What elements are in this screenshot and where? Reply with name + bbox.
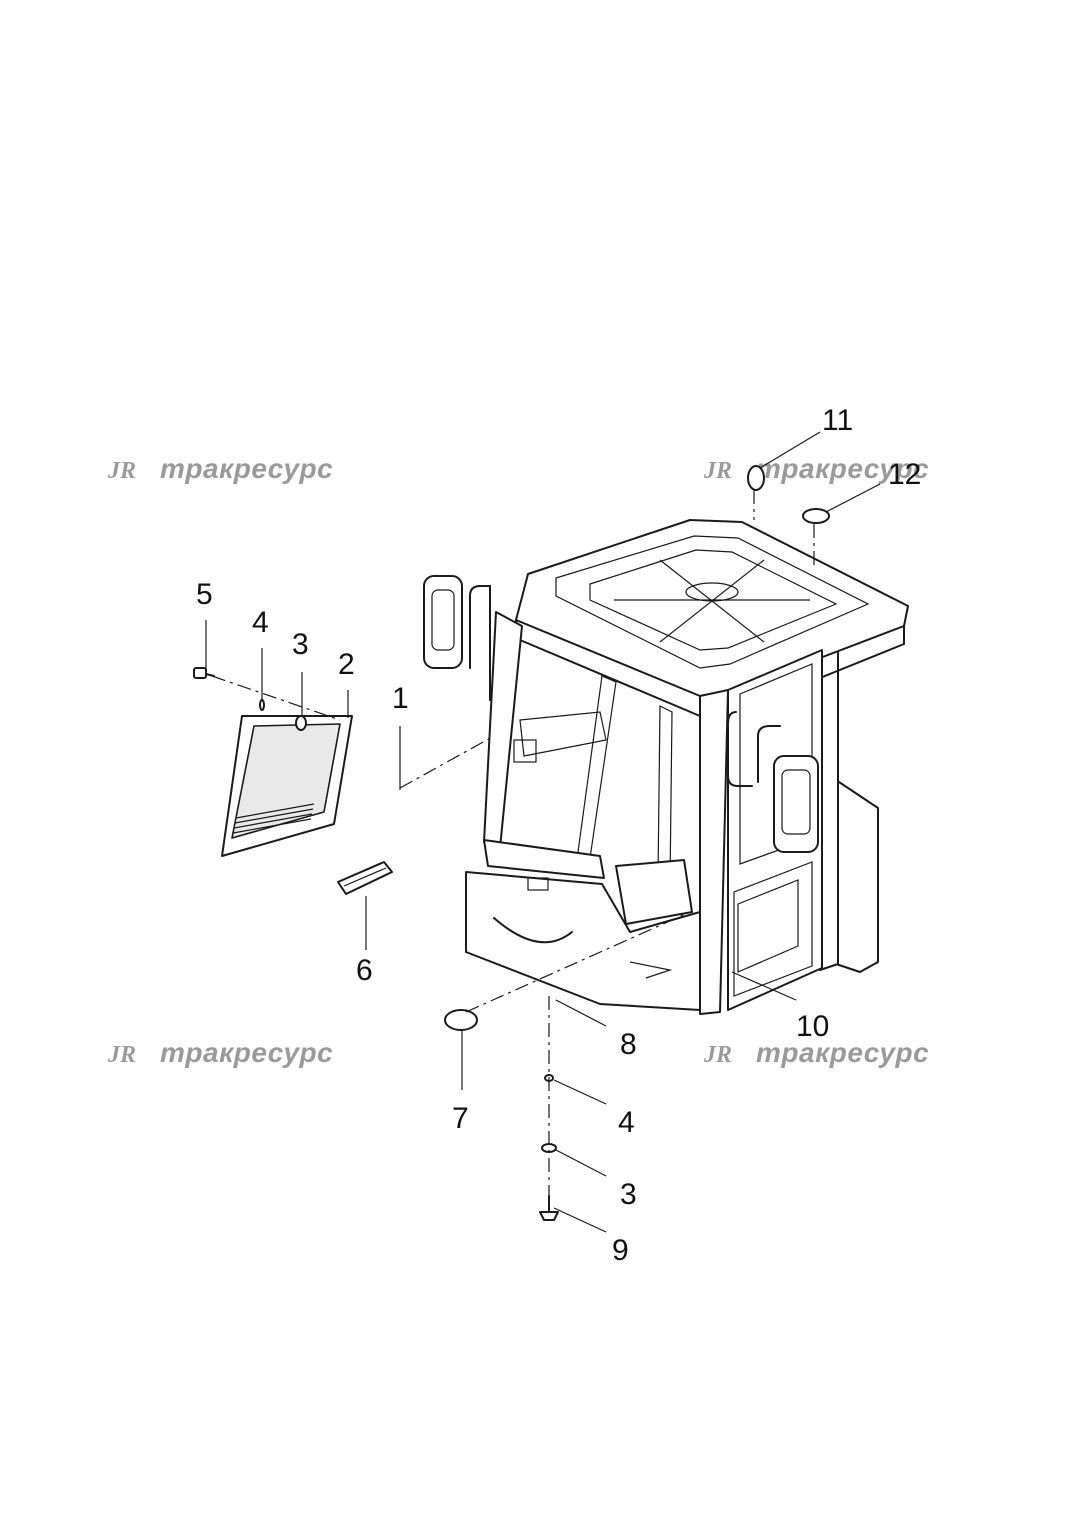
watermark-text: тракресурс: [756, 1037, 929, 1068]
door-lower-inner: [737, 879, 799, 973]
part-2-vent-grille: [221, 715, 353, 857]
mirror-left: [423, 575, 463, 669]
grab-handle-right: [757, 725, 781, 783]
callout-12: 12: [888, 458, 921, 491]
cab-console-box: [615, 859, 693, 925]
callout-4: 4: [252, 606, 269, 639]
callout-1: 1: [392, 682, 409, 715]
seal-strip: [337, 861, 393, 895]
part-6-seal-strip: [337, 861, 393, 895]
watermark-text: тракресурс: [160, 453, 333, 484]
callout-11: 11: [822, 404, 853, 437]
assembly-lines: [211, 490, 815, 1200]
callout-7: 7: [452, 1102, 469, 1135]
cab-inner-post: [657, 705, 673, 885]
roof-panel: [555, 535, 870, 669]
cab-inner-post: [577, 675, 617, 859]
watermark-text: тракресурс: [756, 453, 929, 484]
callout-3-bottom: 3: [620, 1178, 637, 1211]
watermark-logo: JR: [107, 1042, 136, 1068]
cab-step: [629, 961, 673, 979]
watermark-bottom-left: JR тракресурс: [107, 1037, 333, 1068]
callouts: 5 4 3 2 1 6 11 12 7 8 4 3 9 10: [196, 404, 921, 1267]
part-12-roof-plug: [802, 508, 830, 524]
callout-9: 9: [612, 1234, 629, 1267]
callout-4-bottom: 4: [618, 1106, 635, 1139]
callout-8: 8: [620, 1028, 637, 1061]
roof-rib: [659, 559, 765, 643]
watermark-logo: JR: [107, 458, 136, 484]
cab-control: [513, 739, 537, 763]
watermark-top-left: JR тракресурс: [107, 453, 333, 484]
roof-panel-inner: [589, 549, 838, 651]
watermark-text: тракресурс: [160, 1037, 333, 1068]
grab-handle-right: [727, 711, 753, 787]
callout-10: 10: [796, 1010, 829, 1043]
callout-6: 6: [356, 954, 373, 987]
cab-lower-front: [465, 871, 701, 1011]
part-11-roof-cap: [747, 465, 765, 491]
part-4-washer-top: [259, 699, 265, 711]
cab-roof: [515, 519, 909, 697]
callout-2: 2: [338, 648, 355, 681]
leader-lines: [205, 431, 881, 1233]
part-3-washer-top: [295, 715, 307, 731]
mirror-right-glass: [781, 769, 811, 835]
callout-3: 3: [292, 628, 309, 661]
watermark-top-right: JR тракресурс: [703, 453, 929, 484]
vent-slats: [232, 803, 315, 834]
cab-center-post: [699, 689, 729, 1015]
door-lower-panel: [733, 861, 813, 997]
mirror-left-glass: [431, 589, 455, 651]
part-5-bolt: [193, 667, 215, 679]
part-7-floor-plug: [444, 1009, 478, 1031]
watermark-logo: JR: [703, 1042, 732, 1068]
cab-dash: [483, 839, 605, 879]
cab-front-curve: [493, 917, 573, 944]
mirror-right: [773, 755, 819, 853]
watermark-bottom-right: JR тракресурс: [703, 1037, 929, 1068]
watermark-logo: JR: [703, 458, 732, 484]
cab-wiper-motor: [519, 711, 607, 757]
cab-assembly: [423, 519, 909, 1015]
grab-handle-left: [469, 585, 491, 701]
cab-switch: [527, 877, 549, 891]
callout-5: 5: [196, 578, 213, 611]
